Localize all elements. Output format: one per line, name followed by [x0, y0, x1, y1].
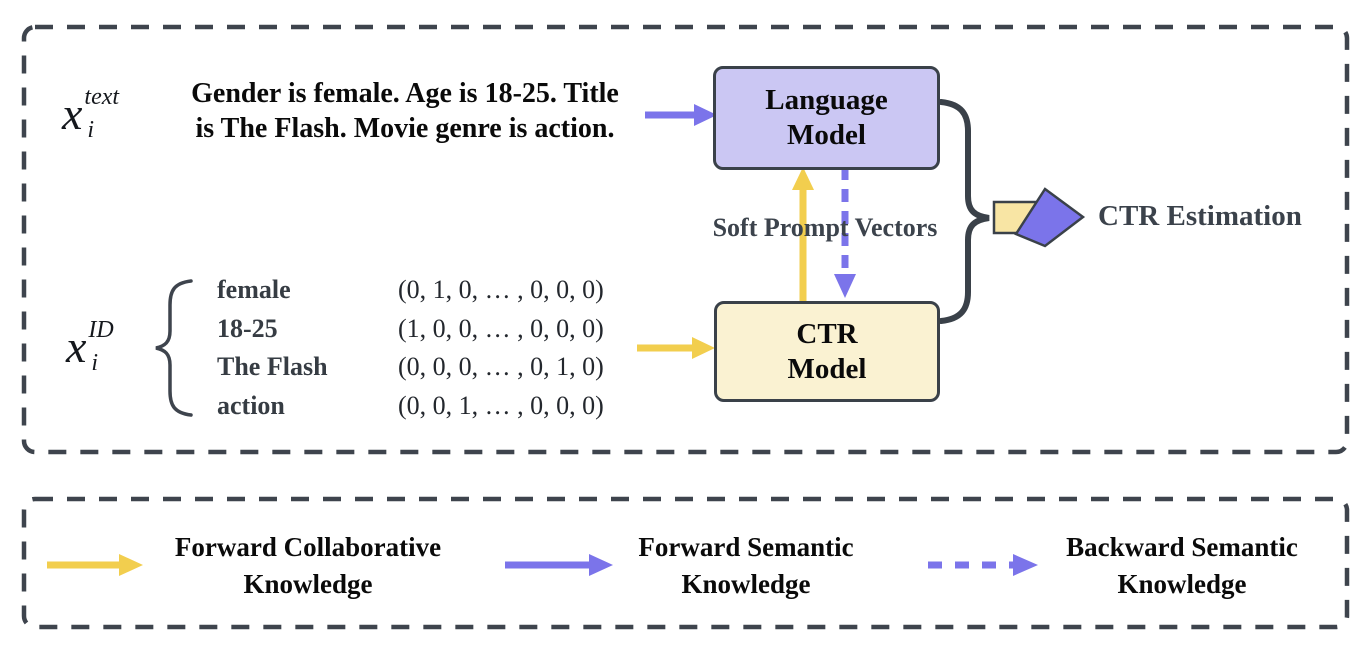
- one-hot-vector: (0, 0, 0, … , 0, 1, 0): [398, 352, 604, 382]
- id-feature-symbol: x ID i: [66, 318, 114, 375]
- forward-semantic-arrow: [645, 104, 717, 126]
- soft-prompt-up-arrow: [792, 167, 814, 302]
- ctr-model-box: CTR Model: [714, 301, 940, 402]
- legend-label-forward-collaborative: Forward Collaborative Knowledge: [174, 532, 442, 599]
- id-row: female (0, 1, 0, … , 0, 0, 0): [217, 271, 604, 310]
- language-model-box: Language Model: [713, 66, 940, 170]
- text-feature-symbol: x text i: [62, 85, 119, 142]
- id-row: 18-25 (1, 0, 0, … , 0, 0, 0): [217, 310, 604, 349]
- feature-label: female: [217, 275, 291, 305]
- math-superscript: ID: [88, 317, 114, 343]
- top-dashed-frame: [21, 24, 1350, 455]
- feature-label: action: [217, 390, 285, 420]
- one-hot-vector: (0, 0, 1, … , 0, 0, 0): [398, 390, 604, 420]
- math-base: x: [62, 87, 83, 139]
- soft-prompt-label: Soft Prompt Vectors: [712, 213, 938, 242]
- id-feature-list: female (0, 1, 0, … , 0, 0, 0) 18-25 (1, …: [217, 271, 604, 425]
- math-supsub: ID i: [88, 318, 113, 375]
- ctr-estimation-label: CTR Estimation: [1098, 200, 1302, 232]
- math-base: x: [66, 320, 87, 372]
- math-supsub: text i: [84, 85, 119, 142]
- id-row: The Flash (0, 0, 0, … , 0, 1, 0): [217, 348, 604, 387]
- one-hot-vector: (1, 0, 0, … , 0, 0, 0): [398, 313, 604, 343]
- legend-yellow-arrow: [47, 554, 143, 576]
- forward-collaborative-arrow: [637, 337, 715, 359]
- feature-label: 18-25: [217, 313, 278, 343]
- backward-semantic-down-arrow: [834, 167, 856, 298]
- legend-blue-dashed-arrow: [928, 554, 1038, 576]
- legend-blue-arrow: [505, 554, 613, 576]
- legend-label-forward-semantic: Forward Semantic Knowledge: [638, 532, 854, 599]
- legend-label-backward-semantic: Backward Semantic Knowledge: [1066, 532, 1298, 599]
- math-subscript: i: [87, 117, 95, 143]
- legend-dashed-frame: [21, 496, 1350, 630]
- feature-label: The Flash: [217, 352, 328, 382]
- text-feature-sentence: Gender is female. Age is 18-25. Title is…: [191, 78, 619, 144]
- one-hot-vector: (0, 1, 0, … , 0, 0, 0): [398, 275, 604, 305]
- models-join-brace: [938, 99, 990, 324]
- id-row: action (0, 0, 1, … , 0, 0, 0): [217, 387, 604, 426]
- combined-output-arrow: [992, 187, 1086, 248]
- id-list-brace: [155, 279, 193, 417]
- math-superscript: text: [84, 84, 120, 110]
- math-subscript: i: [91, 350, 99, 376]
